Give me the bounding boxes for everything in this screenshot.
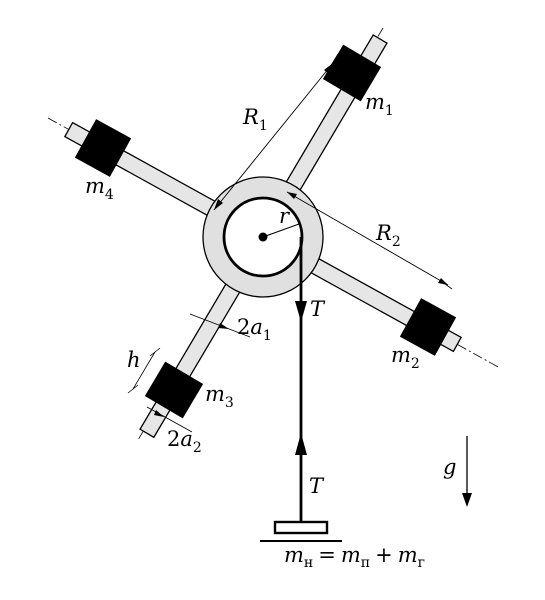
r2-arrow-head-right bbox=[438, 278, 448, 285]
mass-block-m2 bbox=[399, 298, 457, 356]
label-m1: m1 bbox=[365, 90, 394, 119]
r1-dimension-line bbox=[213, 62, 334, 211]
label-g: g bbox=[443, 455, 456, 479]
tension-arrow-up bbox=[295, 433, 307, 455]
label-2a1: 2a1 bbox=[237, 315, 272, 344]
2a2-dimension-line bbox=[146, 406, 193, 433]
2a1-arrow-head bbox=[218, 323, 229, 329]
tension-arrow-down bbox=[295, 301, 307, 322]
mass-formula: mн=mп+mг bbox=[284, 543, 425, 571]
2a2-arrow-head bbox=[154, 410, 164, 417]
label-2a2: 2a2 bbox=[167, 427, 202, 456]
label-m3: m3 bbox=[205, 382, 234, 411]
label-r: r bbox=[279, 204, 291, 228]
h-dimension-line bbox=[132, 351, 156, 390]
label-T-top: T bbox=[310, 297, 326, 321]
mass-block-m4 bbox=[74, 119, 132, 177]
radius-r-line bbox=[262, 223, 300, 238]
r2-arrow-head-left bbox=[287, 192, 297, 199]
label-R1: R1 bbox=[242, 105, 268, 134]
label-m4: m4 bbox=[85, 174, 114, 203]
r2-dimension-line bbox=[286, 191, 449, 286]
gravity-arrow-head bbox=[462, 493, 472, 507]
mass-block-m1 bbox=[322, 44, 382, 102]
r1-arrow-head-top bbox=[324, 63, 333, 74]
label-h: h bbox=[127, 348, 141, 372]
label-m2: m2 bbox=[391, 343, 420, 372]
r1-arrow-head-bottom bbox=[214, 199, 223, 210]
hanging-platform bbox=[273, 520, 329, 535]
label-R2: R2 bbox=[375, 221, 401, 250]
label-T-bottom: T bbox=[309, 474, 325, 498]
mass-block-m3 bbox=[144, 361, 204, 419]
